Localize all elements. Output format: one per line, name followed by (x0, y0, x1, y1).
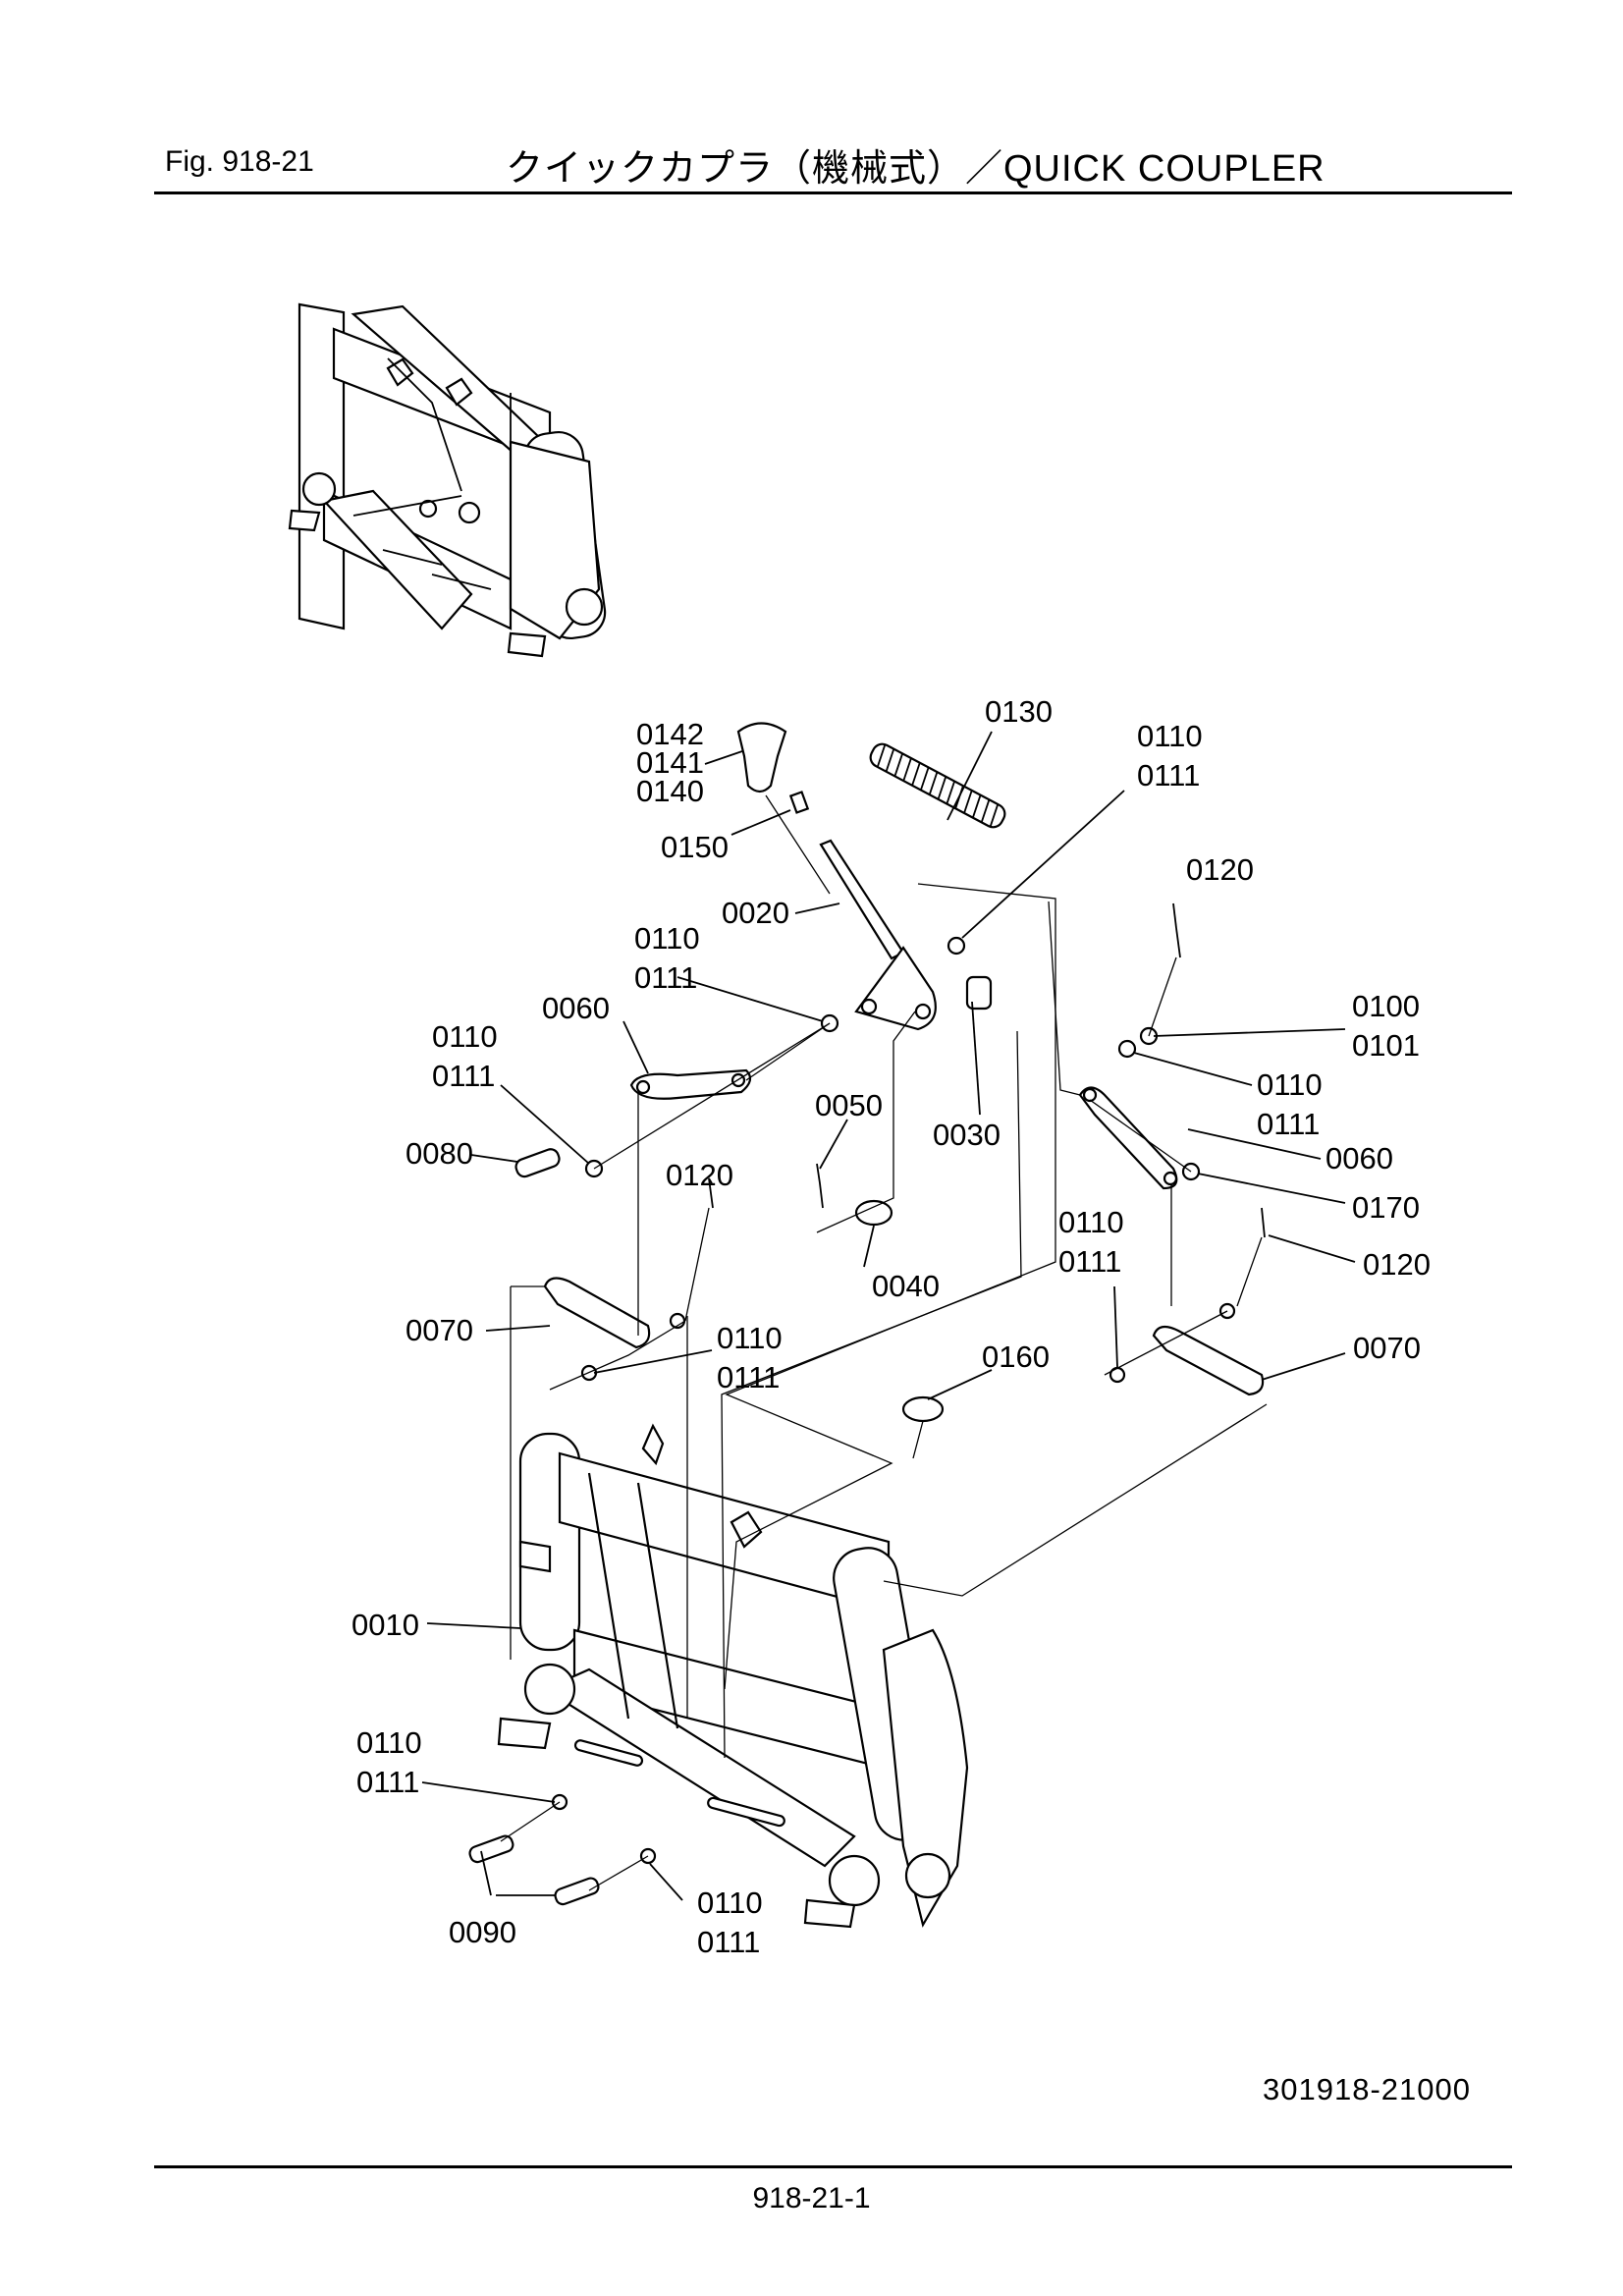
figure-number: Fig. 918-21 (165, 145, 314, 178)
callout-0170: 0170 (1352, 1190, 1420, 1225)
callout-0120: 0120 (666, 1158, 733, 1192)
callout-0060: 0060 (542, 991, 610, 1025)
callout-0110: 0110 (634, 921, 700, 956)
overview-illustration (288, 302, 607, 658)
callout-0120: 0120 (1363, 1247, 1431, 1282)
page-number: 918-21-1 (752, 2182, 871, 2214)
callout-0111: 0111 (717, 1360, 780, 1394)
callout-0070: 0070 (406, 1313, 473, 1347)
footer-rule (154, 2165, 1512, 2168)
main-frame-0010 (497, 1423, 969, 1929)
callout-0070: 0070 (1353, 1331, 1421, 1365)
callout-0060: 0060 (1325, 1141, 1393, 1175)
callout-0110: 0110 (717, 1321, 783, 1355)
callout-0110: 0110 (1058, 1205, 1124, 1239)
callout-0111: 0111 (634, 960, 697, 995)
lower-pins (468, 1793, 657, 1906)
callout-0130: 0130 (985, 694, 1053, 729)
callout-0100: 0100 (1352, 989, 1420, 1023)
callout-0160: 0160 (982, 1339, 1050, 1374)
page-title: クイックカプラ（機械式）／QUICK COUPLER (506, 148, 1325, 190)
callout-0110: 0110 (1137, 719, 1203, 753)
callout-0020: 0020 (722, 896, 789, 930)
leader-lines (421, 731, 1356, 1901)
callout-0110: 0110 (356, 1725, 422, 1760)
callout-0150: 0150 (661, 830, 729, 864)
callout-0140: 0140 (636, 774, 704, 808)
callout-0080: 0080 (406, 1136, 473, 1171)
callout-0142: 0142 (636, 717, 704, 751)
callout-0050: 0050 (815, 1088, 883, 1122)
callout-0110: 0110 (1257, 1067, 1323, 1102)
callout-0101: 0101 (1352, 1028, 1420, 1063)
parts-group (514, 722, 1266, 1423)
callout-0111: 0111 (1058, 1244, 1121, 1279)
callout-0110: 0110 (432, 1019, 498, 1054)
callout-0090: 0090 (449, 1915, 516, 1949)
callout-0110: 0110 (697, 1886, 763, 1920)
callout-0111: 0111 (1257, 1107, 1320, 1141)
callout-0030: 0030 (933, 1118, 1001, 1152)
drawing-number: 301918-21000 (1263, 2072, 1471, 2106)
callout-0040: 0040 (872, 1269, 940, 1303)
callout-0141: 0141 (636, 745, 704, 780)
assembly-lines (500, 794, 1268, 1891)
callout-0111: 0111 (432, 1059, 495, 1093)
callout-0111: 0111 (356, 1765, 419, 1799)
callout-0010: 0010 (352, 1608, 419, 1642)
callout-0111: 0111 (1137, 758, 1200, 793)
callout-0120: 0120 (1186, 852, 1254, 887)
callout-0111: 0111 (697, 1925, 760, 1959)
header-rule (154, 191, 1512, 194)
callout-labels: 0142 0141 0140 0130 0110 0111 0150 0020 … (352, 694, 1431, 1959)
